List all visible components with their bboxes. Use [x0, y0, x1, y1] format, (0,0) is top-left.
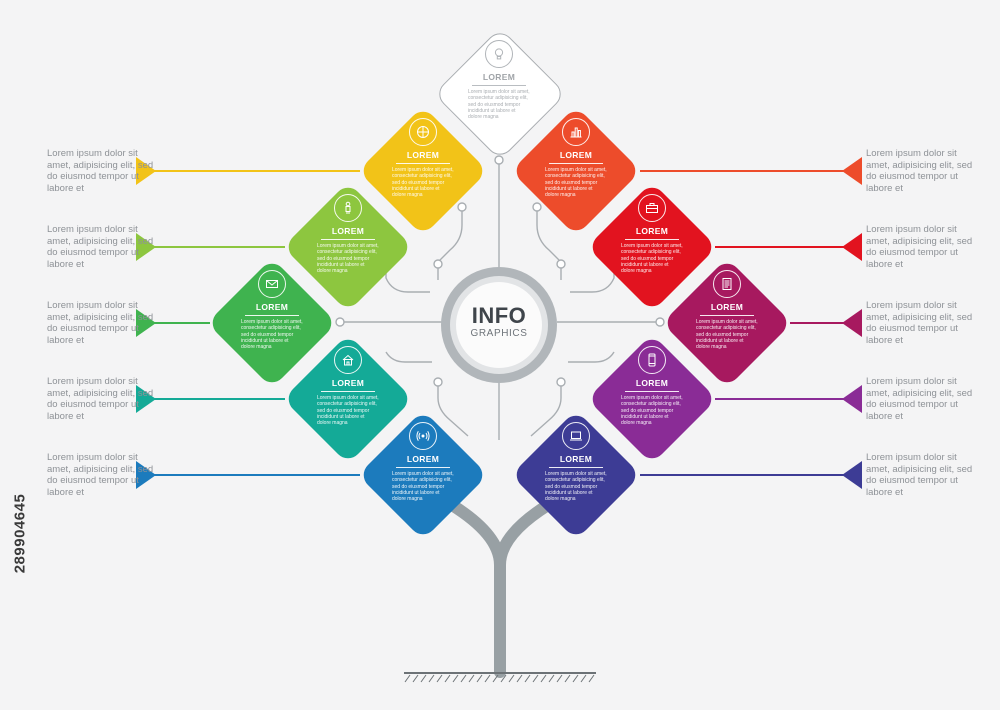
home-icon	[334, 346, 362, 374]
side-text-left-3: Lorem ipsum dolor sit amet, adipisicing …	[47, 300, 154, 346]
side-text-right-2: Lorem ipsum dolor sit amet, adipisicing …	[866, 224, 973, 270]
side-text-left-5: Lorem ipsum dolor sit amet, adipisicing …	[47, 452, 154, 498]
diamond-right-5: LOREM Lorem ipsum dolor sit amet, consec…	[510, 409, 642, 541]
diamond-left-1-title: LOREM	[406, 150, 440, 160]
side-text-right-5: Lorem ipsum dolor sit amet, adipisicing …	[866, 452, 973, 498]
diamond-top: LOREM Lorem ipsum dolor sit amet, consec…	[433, 27, 567, 161]
diamond-right-4: LOREM Lorem ipsum dolor sit amet, consec…	[586, 333, 718, 465]
lightbulb-icon	[485, 40, 513, 68]
envelope-icon	[258, 270, 286, 298]
diamond-left-3-title: LOREM	[255, 302, 289, 312]
tree-trunk	[404, 499, 596, 683]
diamond-right-5-title: LOREM	[559, 454, 593, 464]
diamond-right-3-text: Lorem ipsum dolor sit amet, consectetur …	[696, 319, 758, 351]
document-icon	[713, 270, 741, 298]
center-circle: INFO GRAPHICS	[441, 267, 557, 383]
arrow-left-4	[136, 385, 156, 413]
diamond-right-2-title: LOREM	[635, 226, 669, 236]
diamond-left-5-rule	[396, 467, 450, 468]
laptop-icon	[562, 422, 590, 450]
diamond-right-1-text: Lorem ipsum dolor sit amet, consectetur …	[545, 167, 607, 199]
side-text-left-4: Lorem ipsum dolor sit amet, adipisicing …	[47, 376, 154, 422]
diamond-right-2: LOREM Lorem ipsum dolor sit amet, consec…	[586, 181, 718, 313]
diamond-right-1-title: LOREM	[559, 150, 593, 160]
image-id-text: 289904645	[11, 493, 29, 574]
side-text-left-1: Lorem ipsum dolor sit amet, adipisicing …	[47, 148, 154, 194]
diamond-left-1-rule	[396, 163, 450, 164]
diamond-left-3: LOREM Lorem ipsum dolor sit amet, consec…	[206, 257, 338, 389]
diamond-left-2: LOREM Lorem ipsum dolor sit amet, consec…	[282, 181, 414, 313]
diamond-right-2-rule	[625, 239, 679, 240]
diamond-left-1: LOREM Lorem ipsum dolor sit amet, consec…	[357, 105, 489, 237]
diamond-left-3-rule	[245, 315, 299, 316]
arrow-right-1	[842, 157, 862, 185]
diamond-left-2-rule	[321, 239, 375, 240]
bar-chart-icon	[562, 118, 590, 146]
side-text-right-1: Lorem ipsum dolor sit amet, adipisicing …	[866, 148, 973, 194]
diamond-left-5-text: Lorem ipsum dolor sit amet, consectetur …	[392, 471, 454, 503]
center-subtitle: GRAPHICS	[470, 328, 528, 339]
arrow-right-4	[842, 385, 862, 413]
image-id-label: 289904645	[5, 465, 35, 605]
person-icon	[334, 194, 362, 222]
connector-nodes	[335, 155, 665, 387]
diamond-right-3: LOREM Lorem ipsum dolor sit amet, consec…	[661, 257, 793, 389]
diamond-left-4-text: Lorem ipsum dolor sit amet, consectetur …	[317, 395, 379, 427]
diamond-left-2-title: LOREM	[331, 226, 365, 236]
diamond-left-3-text: Lorem ipsum dolor sit amet, consectetur …	[241, 319, 303, 351]
diamond-left-4: LOREM Lorem ipsum dolor sit amet, consec…	[282, 333, 414, 465]
center-face: INFO GRAPHICS	[456, 282, 542, 368]
diamond-left-4-rule	[321, 391, 375, 392]
diamond-left-1-text: Lorem ipsum dolor sit amet, consectetur …	[392, 167, 454, 199]
arrow-right-2	[842, 233, 862, 261]
diamond-right-4-title: LOREM	[635, 378, 669, 388]
diamond-right-5-rule	[549, 467, 603, 468]
circuit-connectors	[340, 160, 660, 440]
diamond-top-text: Lorem ipsum dolor sit amet, consectetur …	[468, 89, 530, 121]
arrow-right-3	[842, 309, 862, 337]
arrow-left-1	[136, 157, 156, 185]
smartphone-icon	[638, 346, 666, 374]
basketball-icon	[409, 118, 437, 146]
diamond-right-5-text: Lorem ipsum dolor sit amet, consectetur …	[545, 471, 607, 503]
diamond-left-5: LOREM Lorem ipsum dolor sit amet, consec…	[357, 409, 489, 541]
diamond-right-4-rule	[625, 391, 679, 392]
arrow-left-5	[136, 461, 156, 489]
diamond-right-1: LOREM Lorem ipsum dolor sit amet, consec…	[510, 105, 642, 237]
diamond-right-1-rule	[549, 163, 603, 164]
diamond-left-5-title: LOREM	[406, 454, 440, 464]
arrow-left-2	[136, 233, 156, 261]
diamond-right-3-title: LOREM	[710, 302, 744, 312]
center-title: INFO	[471, 303, 527, 328]
arrow-right-5	[842, 461, 862, 489]
diamond-left-2-text: Lorem ipsum dolor sit amet, consectetur …	[317, 243, 379, 275]
signal-icon	[409, 422, 437, 450]
arrow-left-3	[136, 309, 156, 337]
diamond-top-title: LOREM	[482, 72, 516, 82]
diamond-right-4-text: Lorem ipsum dolor sit amet, consectetur …	[621, 395, 683, 427]
side-text-left-2: Lorem ipsum dolor sit amet, adipisicing …	[47, 224, 154, 270]
side-text-right-4: Lorem ipsum dolor sit amet, adipisicing …	[866, 376, 973, 422]
diamond-left-4-title: LOREM	[331, 378, 365, 388]
side-text-right-3: Lorem ipsum dolor sit amet, adipisicing …	[866, 300, 973, 346]
diamond-top-rule	[472, 85, 526, 86]
diamond-right-2-text: Lorem ipsum dolor sit amet, consectetur …	[621, 243, 683, 275]
diamond-right-3-rule	[700, 315, 754, 316]
briefcase-icon	[638, 194, 666, 222]
